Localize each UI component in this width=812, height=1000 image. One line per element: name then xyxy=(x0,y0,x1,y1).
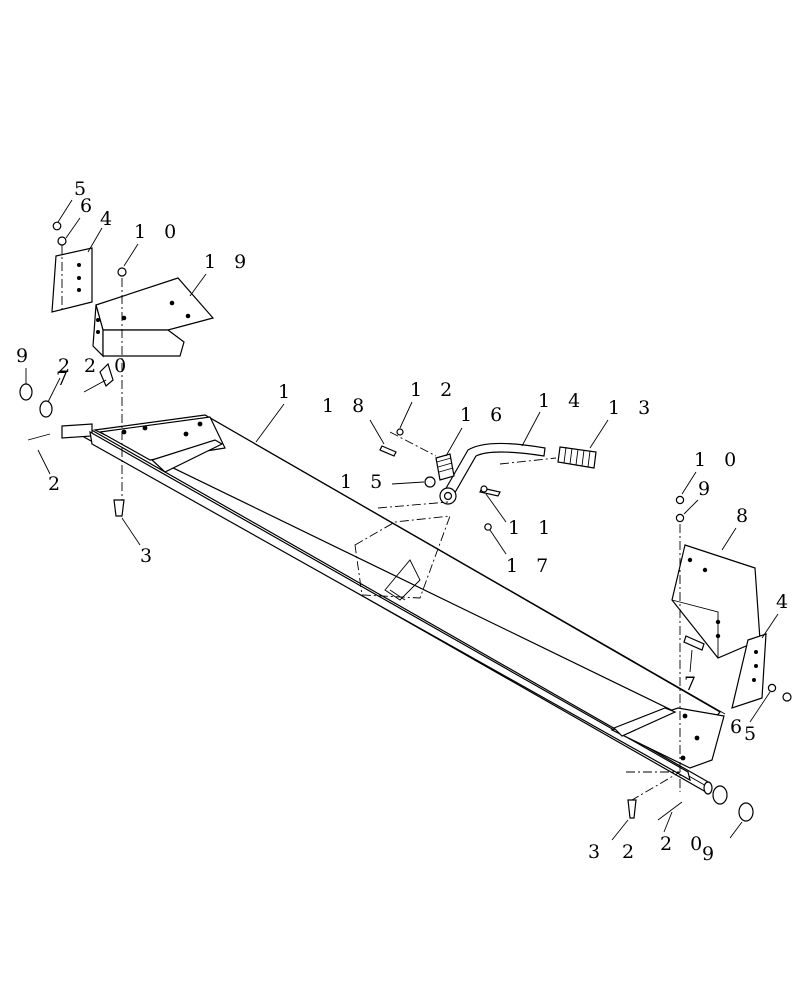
callout-5-right: 5 xyxy=(744,723,762,745)
bolt-11 xyxy=(479,485,501,497)
callout-13: 1 3 xyxy=(608,397,656,419)
callout-2-right: 2 xyxy=(622,841,640,863)
callout-5-left: 5 xyxy=(74,178,92,200)
callout-3-right: 3 xyxy=(588,841,606,863)
nut-17 xyxy=(484,523,492,531)
callout-16: 1 6 xyxy=(460,404,508,426)
callout-7-left: 7 xyxy=(56,368,74,390)
callout-6-left: 6 xyxy=(80,195,98,217)
assembly-centerlines xyxy=(61,245,682,801)
lever-bracket-phantom xyxy=(354,501,451,601)
left-side-plate-4 xyxy=(51,247,93,313)
callout-10-right: 1 0 xyxy=(694,449,742,471)
callout-17: 1 7 xyxy=(506,555,554,577)
callout-10-left: 1 0 xyxy=(134,221,182,243)
callout-3-left: 3 xyxy=(140,545,158,567)
callout-2-left-a: 2 xyxy=(58,355,76,377)
callout-1: 1 xyxy=(278,381,296,403)
handle-lever-14 xyxy=(439,442,546,505)
callout-4-right: 4 xyxy=(776,591,794,613)
callout-20-right: 2 0 xyxy=(660,833,708,855)
callouts: 1 2 2 2 3 3 4 4 5 5 6 6 7 7 8 9 9 9 1 0 xyxy=(16,178,794,865)
handle-grip-13 xyxy=(557,446,597,469)
right-bracket-8 xyxy=(671,544,761,659)
callout-9-right-bottom: 9 xyxy=(702,843,720,865)
callout-12: 1 2 xyxy=(410,379,458,401)
main-beam xyxy=(61,414,726,795)
callout-11: 1 1 xyxy=(508,517,556,539)
left-bracket-19 xyxy=(92,277,215,358)
callout-15: 1 5 xyxy=(340,471,388,493)
callout-9-left: 9 xyxy=(16,345,34,367)
spring-16 xyxy=(435,453,455,481)
callout-14: 1 4 xyxy=(538,390,586,412)
callout-6-right: 6 xyxy=(730,716,748,738)
callout-20-left: 2 0 xyxy=(84,355,132,377)
left-hardware xyxy=(19,221,127,517)
bushing-15 xyxy=(424,476,436,488)
pin-18 xyxy=(379,445,397,457)
right-side-plate-4 xyxy=(731,633,767,709)
callout-7-right: 7 xyxy=(684,673,702,695)
callout-19: 1 9 xyxy=(204,251,252,273)
callout-2-left-b: 2 xyxy=(48,473,66,495)
callout-18: 1 8 xyxy=(322,395,370,417)
nut-12 xyxy=(396,428,404,436)
right-hardware xyxy=(627,495,792,822)
callout-4-left: 4 xyxy=(100,208,118,230)
callout-9-right-top: 9 xyxy=(698,478,716,500)
callout-8: 8 xyxy=(736,505,754,527)
